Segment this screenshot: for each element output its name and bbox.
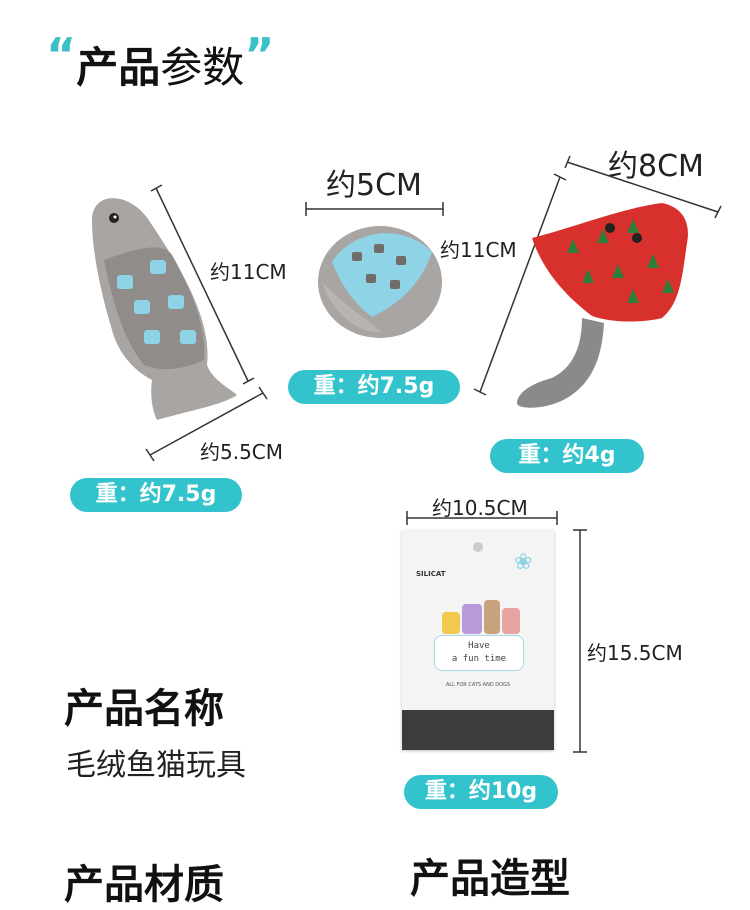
card-line1: Have <box>468 641 490 651</box>
product-name-title: 产品名称 <box>64 686 224 732</box>
card-hang-hole <box>473 542 483 552</box>
stingray-width-line <box>564 155 722 219</box>
card-width-line <box>406 511 558 525</box>
product-material-title: 产品材质 <box>64 862 224 908</box>
card-package: SILICAT ❀ Have a fun time ALL FOR CATS A… <box>402 530 554 750</box>
fish-toy-image <box>92 198 237 420</box>
ball-width-label: 约5CM <box>326 168 422 203</box>
card-height-label: 约15.5CM <box>587 641 683 665</box>
card-tagline: ALL FOR CATS AND DOGS <box>445 682 511 688</box>
stingray-width-label: 约8CM <box>608 149 704 184</box>
card-height-line <box>573 529 587 753</box>
section-header: “ 产品 参数 ” <box>46 28 275 92</box>
card-pets-illustration <box>442 598 520 638</box>
ball-weight-badge: 重：约7.5g <box>288 370 460 404</box>
open-quote: “ <box>46 28 77 82</box>
paw-icon: ❀ <box>514 550 533 575</box>
card-dark-band <box>402 710 554 750</box>
card-slogan-box: Have a fun time <box>434 635 524 671</box>
card-width-label: 约10.5CM <box>432 496 528 520</box>
card-line2: a fun time <box>451 654 507 664</box>
fish-width-label: 约5.5CM <box>200 440 284 464</box>
ball-width-line <box>305 202 444 216</box>
fish-width-line <box>145 386 268 462</box>
fish-height-line <box>150 184 255 385</box>
fish-weight-badge: 重：约7.5g <box>70 478 242 512</box>
product-name-value: 毛绒鱼猫玩具 <box>66 748 246 783</box>
stingray-height-line <box>473 173 567 396</box>
fish-height-label: 约11CM <box>210 260 287 284</box>
stingray-weight-badge: 重：约4g <box>490 439 644 473</box>
header-light-text: 参数 <box>160 43 245 92</box>
card-weight-badge: 重：约10g <box>404 775 558 809</box>
product-shape-title: 产品造型 <box>410 856 570 902</box>
stingray-height-label: 约11CM <box>440 238 517 262</box>
card-brand: SILICAT <box>416 570 446 578</box>
stingray-toy-image <box>517 203 688 408</box>
header-bold-text: 产品 <box>76 43 161 92</box>
ball-toy-image <box>318 226 442 338</box>
close-quote: ” <box>244 28 275 82</box>
